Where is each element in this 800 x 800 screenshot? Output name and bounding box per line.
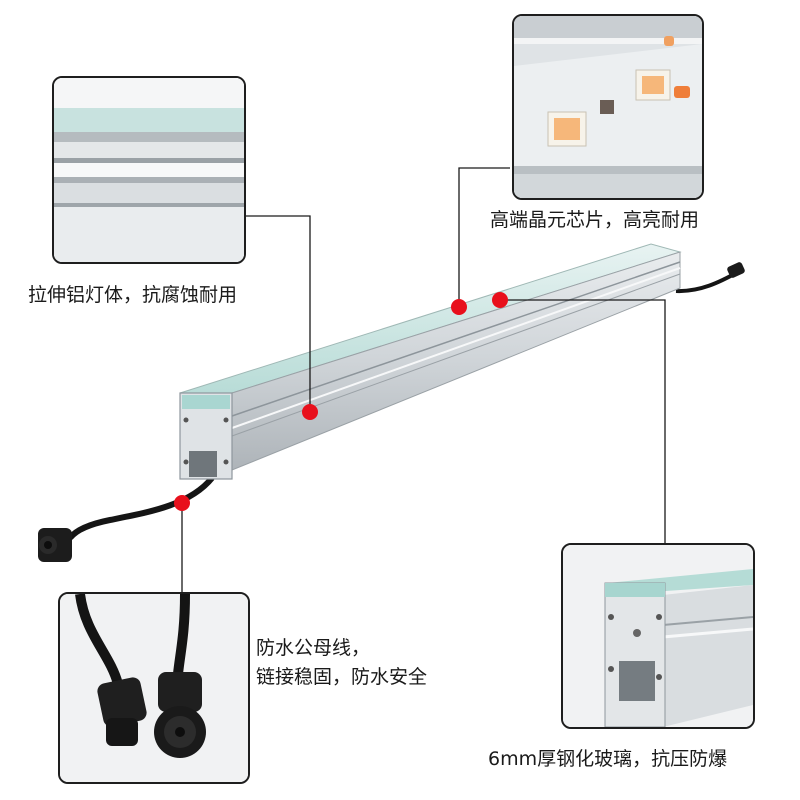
inset-waterproof-cable <box>58 592 250 784</box>
caption-cable-line2: 链接稳固，防水安全 <box>256 666 428 689</box>
caption-body-text: 拉伸铝灯体，抗腐蚀耐用 <box>28 284 238 306</box>
leader-body <box>244 215 311 412</box>
marker-body <box>302 404 318 420</box>
marker-chip <box>451 299 467 315</box>
inset-led-chip <box>512 14 704 200</box>
cable-right <box>675 270 739 294</box>
inset-tempered-glass <box>561 543 755 729</box>
caption-chip: 高端晶元芯片，高亮耐用 <box>490 206 699 235</box>
leader-glass <box>500 299 666 543</box>
connector-right <box>727 262 745 278</box>
caption-glass: 6mm厚钢化玻璃，抗压防爆 <box>488 745 727 774</box>
marker-glass <box>492 292 508 308</box>
marker-cable <box>174 495 190 511</box>
caption-cable: 防水公母线， 链接稳固，防水安全 <box>256 634 427 693</box>
inset-aluminum-body <box>52 76 246 264</box>
caption-glass-text: 6mm厚钢化玻璃，抗压防爆 <box>488 748 728 770</box>
leader-chip <box>458 167 510 307</box>
cable-left <box>67 476 215 540</box>
caption-body: 拉伸铝灯体，抗腐蚀耐用 <box>28 281 237 310</box>
caption-chip-text: 高端晶元芯片，高亮耐用 <box>490 209 700 231</box>
caption-cable-line1: 防水公母线， <box>256 637 371 659</box>
